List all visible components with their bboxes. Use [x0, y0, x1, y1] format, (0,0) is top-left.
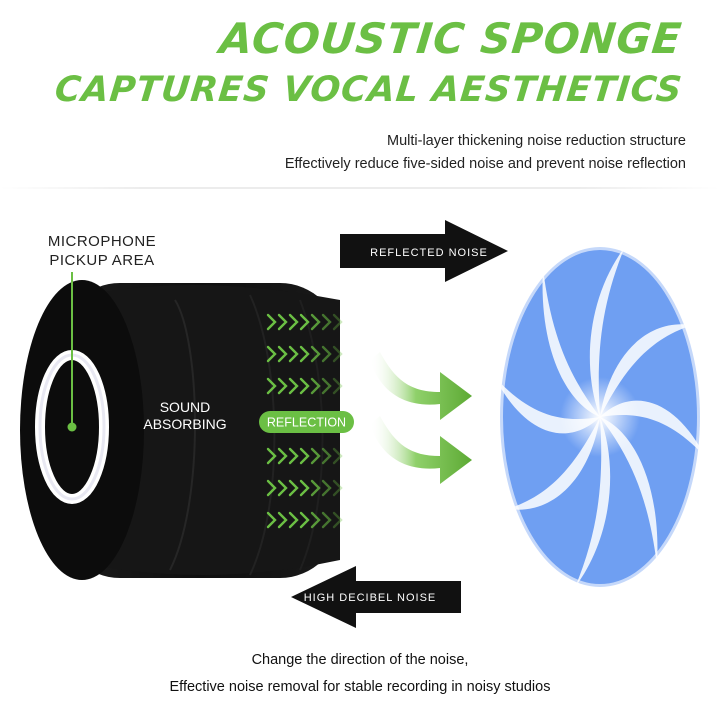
chevron-icon [288, 447, 299, 465]
curved-green-arrow-icon [370, 352, 472, 420]
chevron-icon [321, 313, 332, 331]
swirl-arm [600, 417, 658, 566]
chevron-icon [321, 345, 332, 363]
swirl-arm [589, 247, 625, 417]
chevron-icon [288, 511, 299, 529]
chevron-icon [332, 377, 343, 395]
chevron-icon [288, 345, 299, 363]
chevron-icon [288, 479, 299, 497]
chevron-icon [288, 377, 299, 395]
high-decibel-noise-label: HIGH DECIBEL NOISE [304, 592, 437, 604]
chevron-icon [310, 479, 321, 497]
footer-line-1: Change the direction of the noise, [251, 652, 469, 668]
chevron-icon [332, 511, 343, 529]
chevron-icon [277, 511, 288, 529]
chevron-icon [299, 447, 310, 465]
high-decibel-noise-arrow-icon [291, 566, 461, 628]
chevron-icon [332, 345, 343, 363]
reflected-noise-label: REFLECTED NOISE [370, 247, 488, 259]
chevron-icon [299, 479, 310, 497]
chevron-icon [266, 313, 277, 331]
chevron-icon [299, 511, 310, 529]
chevron-icon [321, 447, 332, 465]
reflected-noise-arrow-icon [340, 220, 508, 282]
chevron-icon [310, 377, 321, 395]
pickup-label-line-2: PICKUP AREA [49, 252, 154, 269]
chevron-icon [277, 377, 288, 395]
section-divider [0, 187, 720, 189]
chevron-icon [310, 345, 321, 363]
chevron-icon [277, 447, 288, 465]
sponge-front-face [20, 280, 144, 580]
chevron-icon [277, 345, 288, 363]
chevron-icon [299, 377, 310, 395]
noise-swirl-graphic [497, 244, 703, 590]
chevron-icon [332, 479, 343, 497]
chevron-icon [266, 479, 277, 497]
chevron-icon [288, 313, 299, 331]
subtitle-line-1: Multi-layer thickening noise reduction s… [387, 133, 686, 149]
chevron-icon [310, 313, 321, 331]
absorb-label-line-2: ABSORBING [143, 416, 226, 432]
chevron-icon [321, 377, 332, 395]
footer-line-2: Effective noise removal for stable recor… [169, 679, 551, 695]
chevron-icon [310, 511, 321, 529]
absorb-label-line-1: SOUND [160, 399, 211, 415]
subtitle-line-2: Effectively reduce five-sided noise and … [284, 156, 686, 172]
chevron-icon [321, 479, 332, 497]
chevron-icon [266, 345, 277, 363]
swirl-arm [575, 417, 611, 587]
swirl-arm [542, 268, 600, 417]
swirl-arm [600, 324, 693, 417]
pickup-label-line-1: MICROPHONE [48, 233, 156, 250]
reflection-label: REFLECTION [267, 416, 346, 430]
chevron-arrow-rows [266, 313, 343, 529]
chevron-icon [277, 479, 288, 497]
chevron-icon [332, 313, 343, 331]
chevron-icon [310, 447, 321, 465]
chevron-icon [299, 345, 310, 363]
chevron-icon [266, 447, 277, 465]
chevron-icon [266, 511, 277, 529]
swirl-arm [507, 417, 600, 510]
reflection-badge [259, 411, 354, 433]
curved-green-arrow-icon [370, 416, 472, 484]
chevron-icon [321, 511, 332, 529]
chevron-icon [299, 313, 310, 331]
chevron-icon [277, 313, 288, 331]
chevron-icon [332, 447, 343, 465]
chevron-icon [266, 377, 277, 395]
